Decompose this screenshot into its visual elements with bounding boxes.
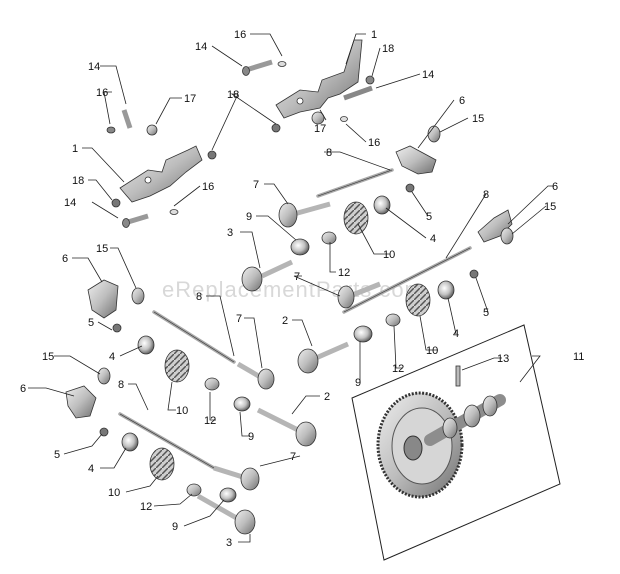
callout-1: 1 xyxy=(72,143,78,155)
callout-6: 6 xyxy=(459,95,465,107)
callout-8: 8 xyxy=(118,379,124,391)
callout-16: 16 xyxy=(234,29,246,41)
watermark-text: eReplacementParts.com xyxy=(162,277,424,302)
callout-18: 18 xyxy=(382,43,394,55)
callout-9: 9 xyxy=(248,431,254,443)
callout-4: 4 xyxy=(88,463,94,475)
callout-6: 6 xyxy=(20,383,26,395)
callout-5: 5 xyxy=(54,449,60,461)
valves xyxy=(196,201,381,535)
callout-6: 6 xyxy=(552,181,558,193)
callout-7: 7 xyxy=(294,271,300,283)
callout-18: 18 xyxy=(72,175,84,187)
callout-15: 15 xyxy=(472,113,484,125)
callout-9: 9 xyxy=(246,211,252,223)
callout-14: 14 xyxy=(195,41,207,53)
bracket-upper-left xyxy=(106,109,217,228)
spring-retainers xyxy=(186,231,401,497)
callout-8: 8 xyxy=(196,291,202,303)
callout-10: 10 xyxy=(176,405,188,417)
callout-15: 15 xyxy=(96,243,108,255)
camshaft-kit xyxy=(351,324,561,561)
callout-4: 4 xyxy=(109,351,115,363)
callout-5: 5 xyxy=(483,307,489,319)
callout-10: 10 xyxy=(383,249,395,261)
callout-2: 2 xyxy=(324,391,330,403)
callout-4: 4 xyxy=(453,328,459,340)
callout-8: 8 xyxy=(326,147,332,159)
callout-14: 14 xyxy=(422,69,434,81)
callout-5: 5 xyxy=(88,317,94,329)
callout-3: 3 xyxy=(227,227,233,239)
bracket-upper-right xyxy=(242,39,375,133)
leader-lines xyxy=(28,33,554,543)
callout-13: 13 xyxy=(497,353,509,365)
callout-8: 8 xyxy=(483,189,489,201)
callout-5: 5 xyxy=(426,211,432,223)
callout-7: 7 xyxy=(253,179,259,191)
callout-17: 17 xyxy=(184,93,196,105)
valve-washers xyxy=(219,238,373,503)
callout-labels: 1 1 2 2 3 3 4 4 4 4 5 5 5 5 6 6 6 6 7 7 … xyxy=(20,29,584,549)
callout-6: 6 xyxy=(62,253,68,265)
callout-9: 9 xyxy=(172,521,178,533)
callout-7: 7 xyxy=(236,313,242,325)
callout-16: 16 xyxy=(368,137,380,149)
callout-15: 15 xyxy=(544,201,556,213)
callout-1: 1 xyxy=(371,29,377,41)
callout-15: 15 xyxy=(42,351,54,363)
callout-10: 10 xyxy=(426,345,438,357)
callout-7: 7 xyxy=(290,451,296,463)
rocker-arms xyxy=(65,125,514,437)
callout-16: 16 xyxy=(96,87,108,99)
callout-12: 12 xyxy=(140,501,152,513)
callout-3: 3 xyxy=(226,537,232,549)
callout-16: 16 xyxy=(202,181,214,193)
valve-rotators xyxy=(121,195,455,452)
callout-14: 14 xyxy=(64,197,76,209)
valve-springs xyxy=(149,201,431,481)
callout-9: 9 xyxy=(355,377,361,389)
callout-17: 17 xyxy=(314,123,326,135)
callout-12: 12 xyxy=(204,415,216,427)
callout-2: 2 xyxy=(282,315,288,327)
callout-4: 4 xyxy=(430,233,436,245)
callout-18: 18 xyxy=(227,89,239,101)
push-rods xyxy=(118,168,472,470)
callout-11: 11 xyxy=(573,351,584,363)
callout-12: 12 xyxy=(338,267,350,279)
callout-10: 10 xyxy=(108,487,120,499)
callout-14: 14 xyxy=(88,61,100,73)
callout-12: 12 xyxy=(392,363,404,375)
